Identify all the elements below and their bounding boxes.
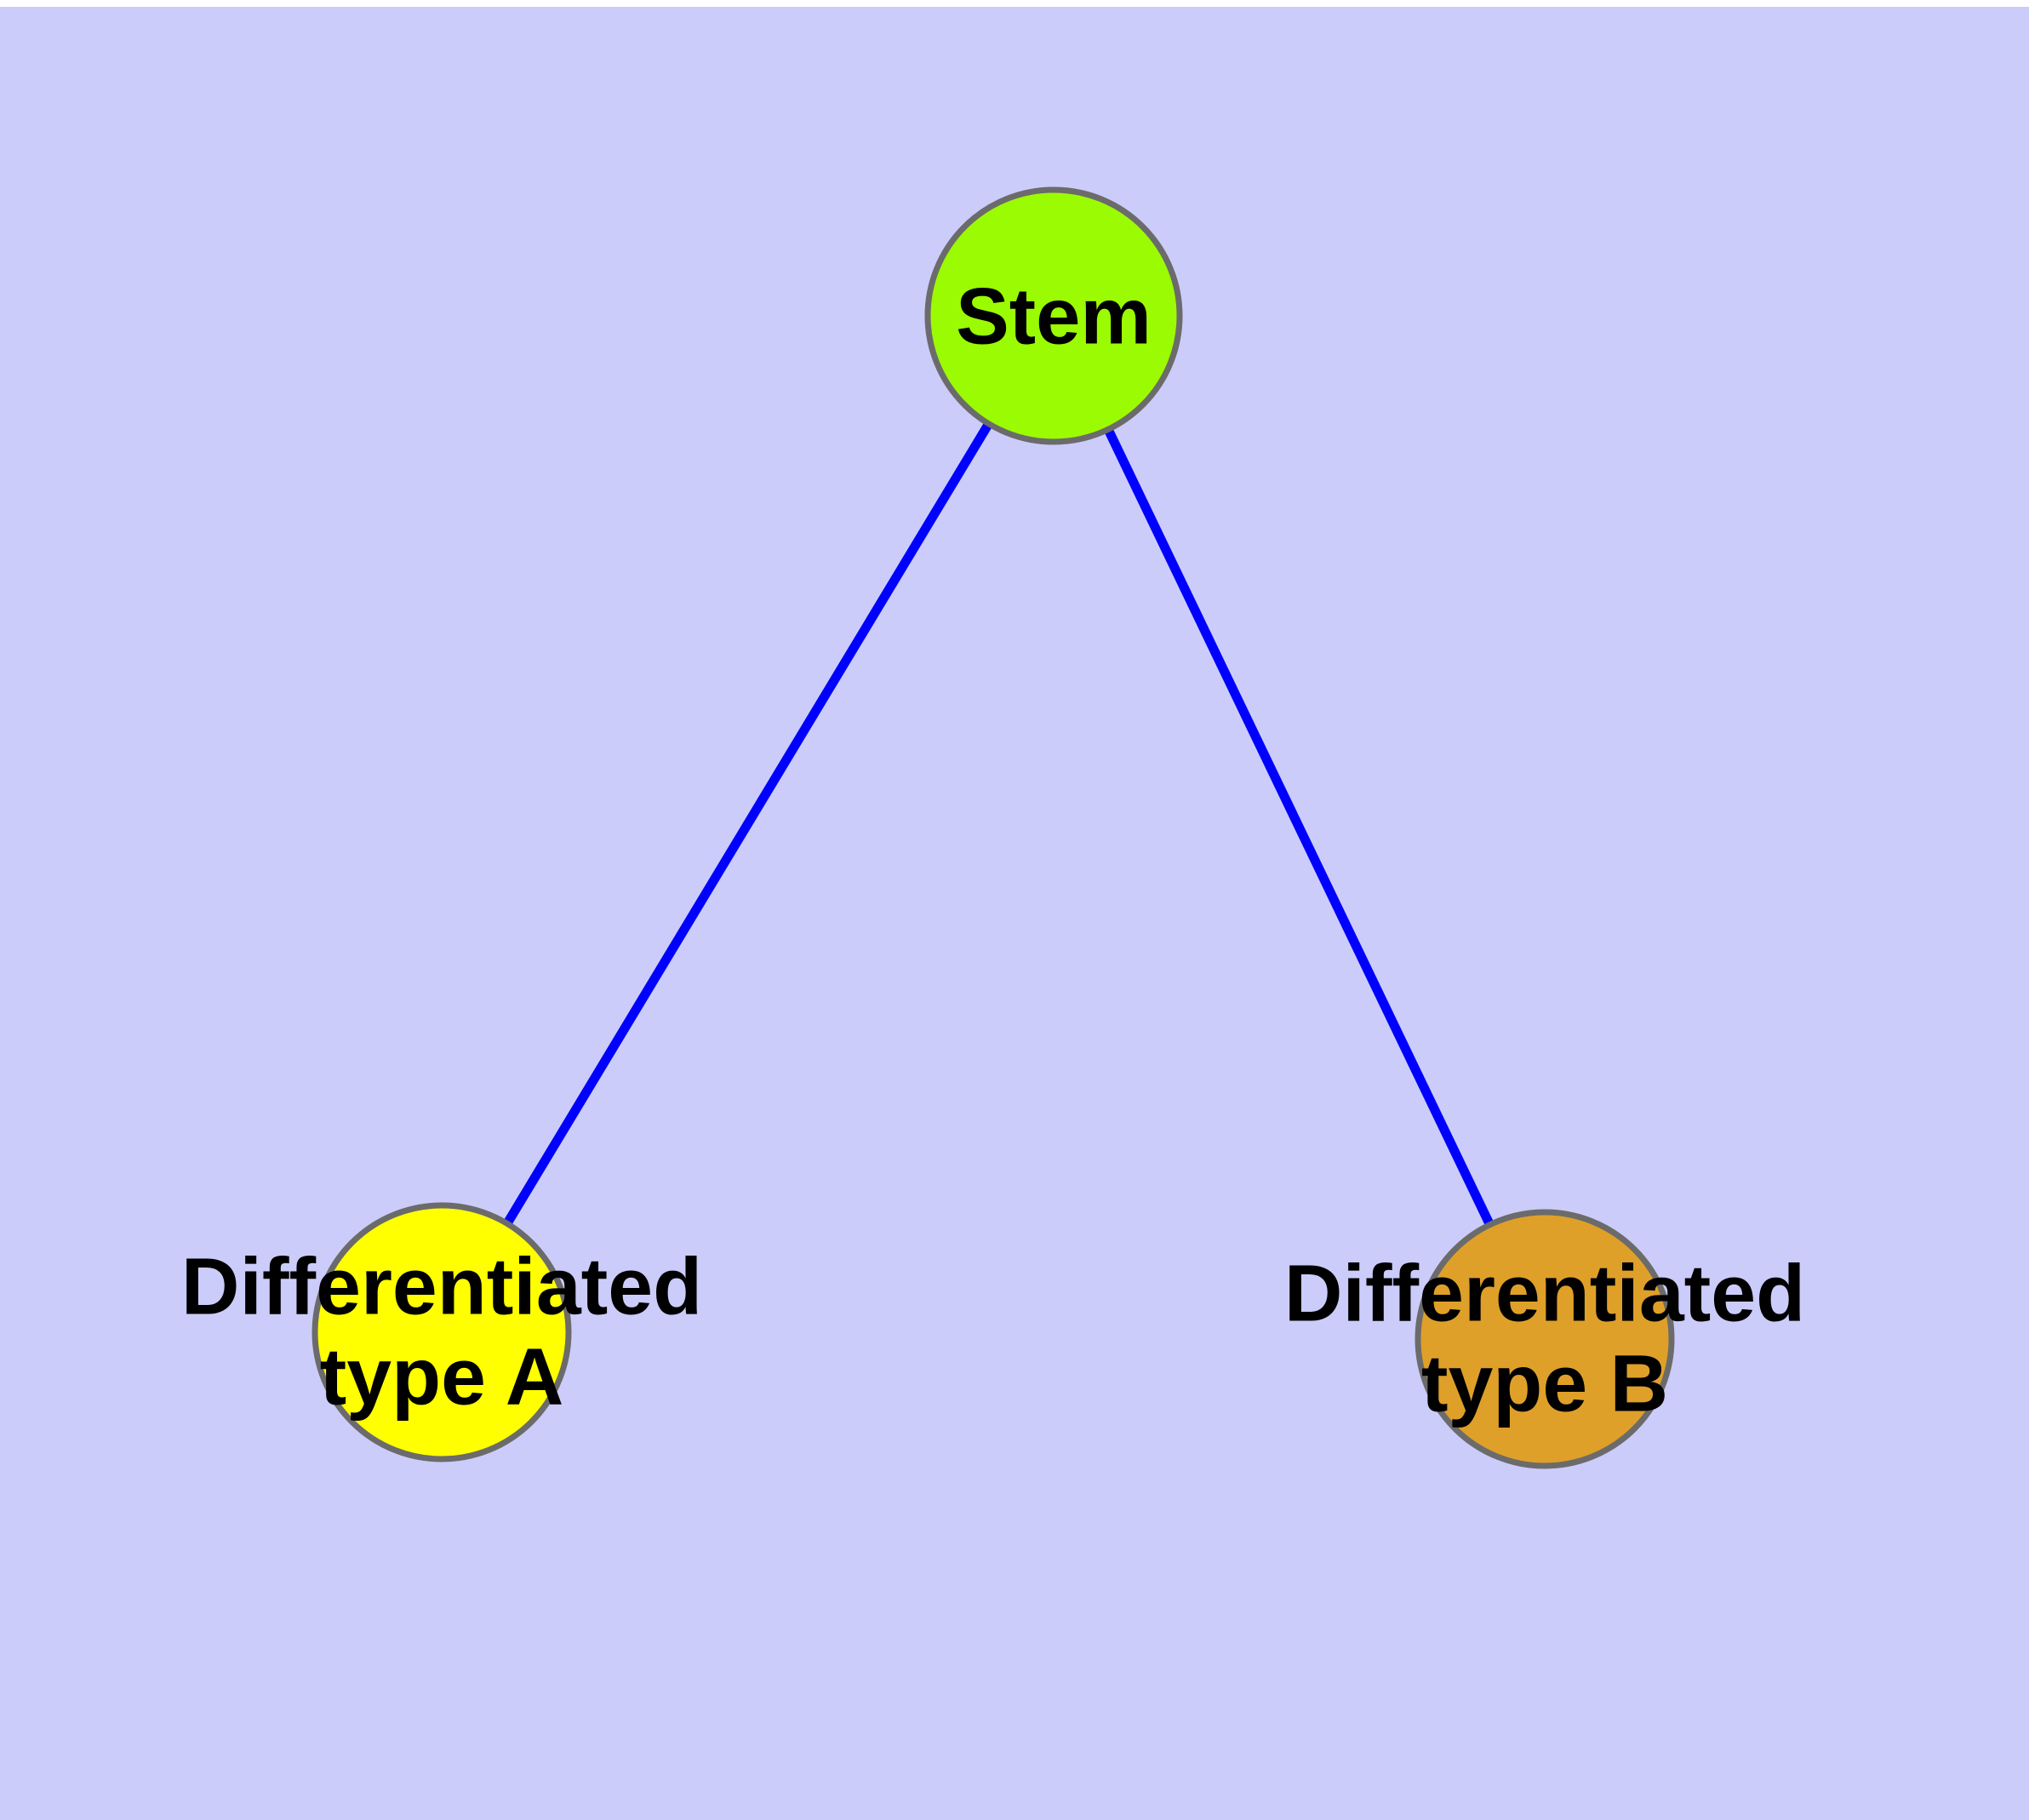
node-link-graph — [311, 186, 1675, 1469]
node-group — [311, 186, 1675, 1469]
node-stem-circle[interactable] — [924, 186, 1183, 445]
diagram-plot-area: Stem Differentiated type A Differentiate… — [0, 7, 2029, 1820]
edge-stem-to-type-a[interactable] — [437, 313, 1058, 1335]
node-differentiated-type-b-circle[interactable] — [1415, 1209, 1675, 1469]
edge-stem-to-type-b[interactable] — [1049, 313, 1549, 1342]
edge-group — [437, 313, 1549, 1342]
node-differentiated-type-a-circle[interactable] — [311, 1202, 572, 1462]
